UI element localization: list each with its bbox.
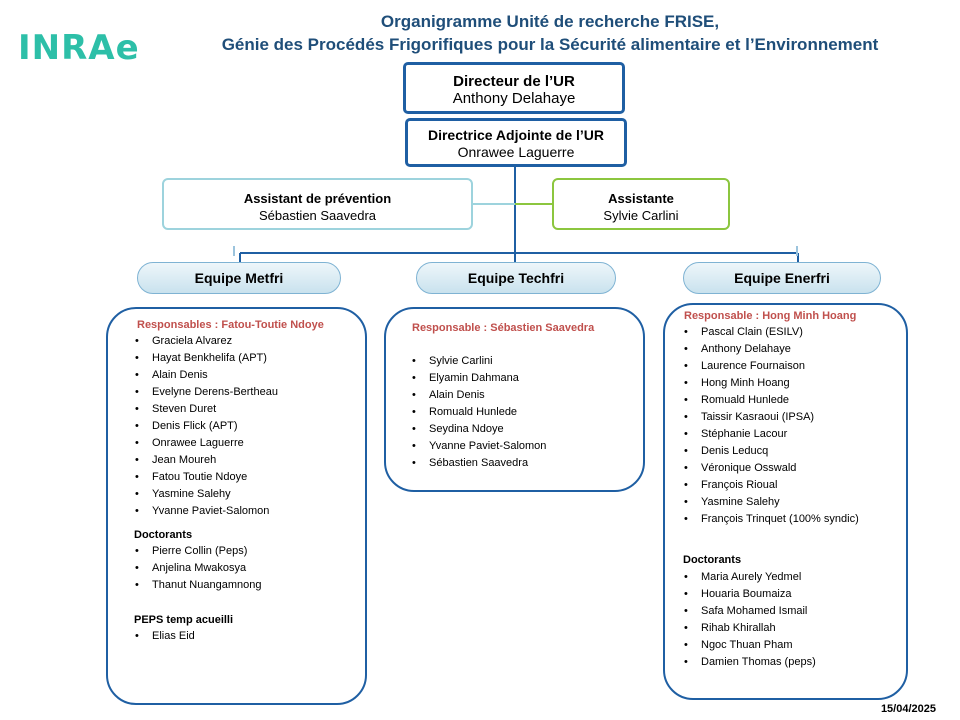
metfri-doctorants: Pierre Collin (Peps)Anjelina MwakosyaTha… (133, 543, 261, 594)
metfri-peps-label: PEPS temp acueilli (134, 614, 234, 626)
list-item: Hong Minh Hoang (682, 375, 859, 392)
list-item: Anthony Delahaye (682, 341, 859, 358)
list-item: Romuald Hunlede (682, 392, 859, 409)
list-item: Houaria Boumaiza (682, 586, 816, 603)
list-item: Onrawee Laguerre (133, 435, 278, 452)
techfri-responsable: Responsable : Sébastien Saavedra (412, 322, 595, 334)
directeur-role: Directeur de l’UR (453, 73, 575, 90)
list-item: Pierre Collin (Peps) (133, 543, 261, 560)
list-item: Sylvie Carlini (410, 353, 546, 370)
directeur-box: Directeur de l’UR Anthony Delahaye (403, 62, 625, 114)
page-title: Organigramme Unité de recherche FRISE, G… (150, 10, 950, 56)
list-item: François Trinquet (100% syndic) (682, 511, 859, 528)
list-item: Yasmine Salehy (133, 486, 278, 503)
list-item: Elyamin Dahmana (410, 370, 546, 387)
list-item: Safa Mohamed Ismail (682, 603, 816, 620)
list-item: Graciela Alvarez (133, 333, 278, 350)
list-item: Jean Moureh (133, 452, 278, 469)
directeur-name: Anthony Delahaye (452, 90, 576, 107)
adjointe-name: Onrawee Laguerre (457, 144, 575, 160)
list-item: Fatou Toutie Ndoye (133, 469, 278, 486)
list-item: Anjelina Mwakosya (133, 560, 261, 577)
title-line-1: Organigramme Unité de recherche FRISE, (380, 12, 720, 31)
list-item: Yvanne Paviet-Salomon (133, 503, 278, 520)
metfri-doctorants-label: Doctorants (134, 529, 193, 541)
metfri-peps: Elias Eid (133, 628, 195, 645)
list-item: Thanut Nuangamnong (133, 577, 261, 594)
list-item: Pascal Clain (ESILV) (682, 324, 859, 341)
list-item: Alain Denis (133, 367, 278, 384)
list-item: Véronique Osswald (682, 460, 859, 477)
list-item: Stéphanie Lacour (682, 426, 859, 443)
prevention-name: Sébastien Saavedra (258, 208, 377, 223)
adjointe-box: Directrice Adjointe de l’UR Onrawee Lagu… (405, 118, 627, 167)
list-item: Hayat Benkhelifa (APT) (133, 350, 278, 367)
list-item: Elias Eid (133, 628, 195, 645)
enerfri-members: Pascal Clain (ESILV)Anthony DelahayeLaur… (682, 324, 859, 528)
title-line-2: Génie des Procédés Frigorifiques pour la… (221, 35, 879, 54)
list-item: Evelyne Derens-Bertheau (133, 384, 278, 401)
assistante-name: Sylvie Carlini (603, 208, 679, 223)
team-techfri-label: Equipe Techfri (416, 262, 616, 294)
list-item: Alain Denis (410, 387, 546, 404)
inrae-logo: INRAe (18, 28, 140, 68)
list-item: Taissir Kasraoui (IPSA) (682, 409, 859, 426)
prevention-role: Assistant de prévention (243, 191, 392, 206)
list-item: Laurence Fournaison (682, 358, 859, 375)
list-item: Ngoc Thuan Pham (682, 637, 816, 654)
list-item: Denis Flick (APT) (133, 418, 278, 435)
list-item: Yvanne Paviet-Salomon (410, 438, 546, 455)
list-item: Rihab Khirallah (682, 620, 816, 637)
assistante-role: Assistante (608, 191, 674, 206)
list-item: Romuald Hunlede (410, 404, 546, 421)
enerfri-responsable: Responsable : Hong Minh Hoang (684, 310, 857, 322)
list-item: François Rioual (682, 477, 859, 494)
prevention-box: Assistant de prévention Sébastien Saaved… (162, 178, 473, 230)
list-item: Damien Thomas (peps) (682, 654, 816, 671)
list-item: Yasmine Salehy (682, 494, 859, 511)
adjointe-role: Directrice Adjointe de l’UR (427, 127, 605, 143)
list-item: Seydina Ndoye (410, 421, 546, 438)
list-item: Sébastien Saavedra (410, 455, 546, 472)
list-item: Steven Duret (133, 401, 278, 418)
metfri-responsable: Responsables : Fatou-Toutie Ndoye (137, 319, 324, 331)
list-item: Denis Leducq (682, 443, 859, 460)
enerfri-doctorants-label: Doctorants (683, 554, 742, 566)
metfri-members: Graciela AlvarezHayat Benkhelifa (APT)Al… (133, 333, 278, 520)
date-label: 15/04/2025 (880, 703, 936, 715)
enerfri-doctorants: Maria Aurely YedmelHouaria BoumaizaSafa … (682, 569, 816, 671)
team-enerfri-label: Equipe Enerfri (683, 262, 881, 294)
techfri-members: Sylvie CarliniElyamin DahmanaAlain Denis… (410, 353, 546, 472)
team-metfri-label: Equipe Metfri (137, 262, 341, 294)
assistante-box: Assistante Sylvie Carlini (552, 178, 730, 230)
list-item: Maria Aurely Yedmel (682, 569, 816, 586)
